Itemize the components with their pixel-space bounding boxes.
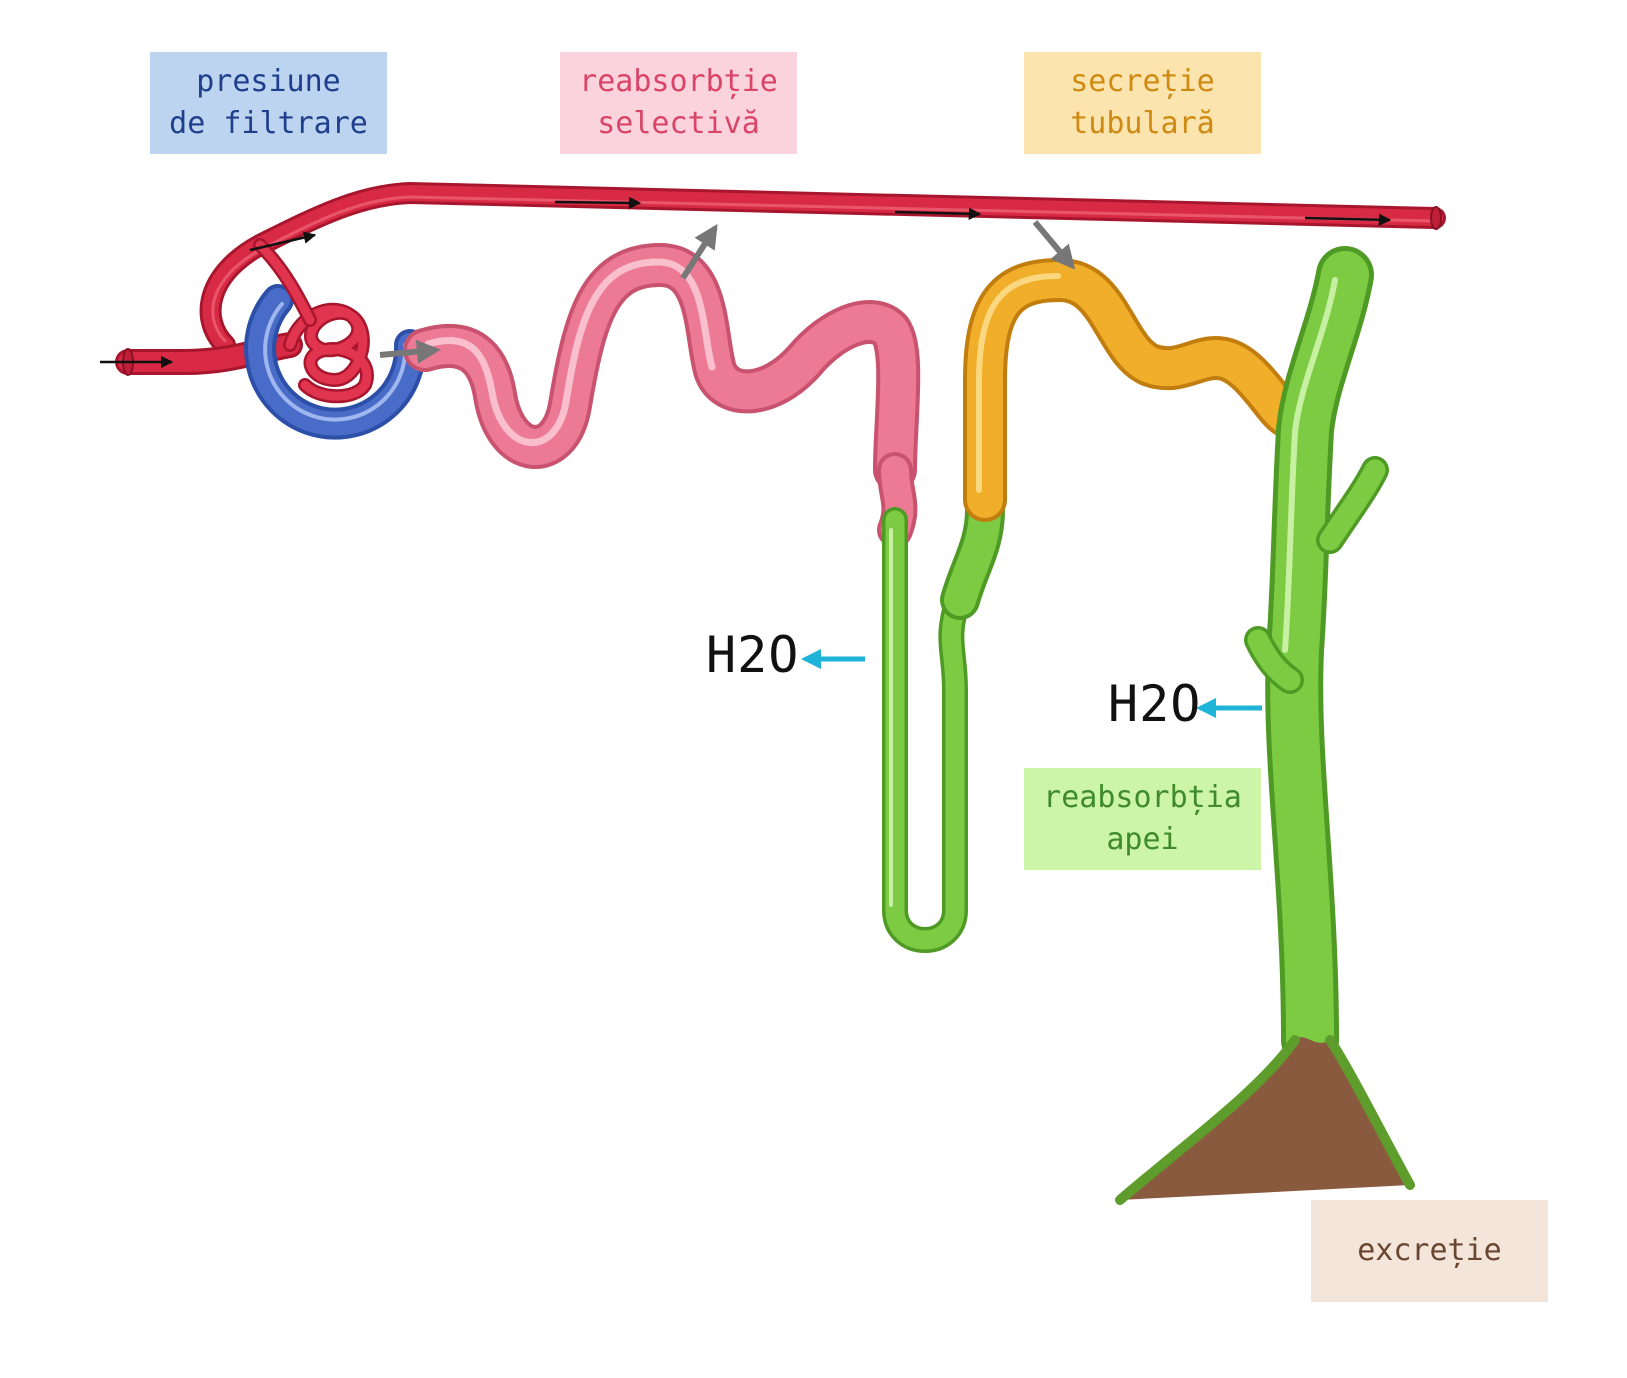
flow-arrow-top-3	[1304, 213, 1392, 226]
water-reabsorption-label: reabsorbția apei	[1024, 768, 1261, 870]
reabsorption-arrow	[680, 223, 718, 280]
collecting-duct	[1244, 246, 1389, 1069]
bowmans-capsule	[244, 284, 427, 440]
renal-papilla	[1115, 1035, 1415, 1205]
transfer-arrows	[379, 220, 1076, 364]
tubular-secretion-label: secreție tubulară	[1024, 52, 1261, 154]
proximal-tubule	[403, 243, 921, 548]
distal-tubule	[963, 258, 1322, 522]
flow-arrow-efferent	[249, 231, 317, 252]
filtration-pressure-label: presiune de filtrare	[150, 52, 387, 154]
water-label-duct: H2O	[1108, 675, 1202, 733]
secretion-arrow	[1032, 220, 1076, 270]
excretion-label: excreție	[1311, 1200, 1548, 1302]
water-arrows	[801, 649, 1262, 718]
flow-arrow-top-1	[554, 196, 642, 210]
filtration-arrow	[379, 339, 441, 364]
glomerulus	[253, 238, 374, 404]
flow-arrow-top-2	[894, 207, 982, 220]
loop-of-henle	[882, 460, 1005, 953]
selective-reabsorption-label: reabsorbție selectivă	[560, 52, 797, 154]
blood-flow-arrows	[100, 196, 1392, 369]
water-label-loop: H2O	[706, 626, 800, 684]
